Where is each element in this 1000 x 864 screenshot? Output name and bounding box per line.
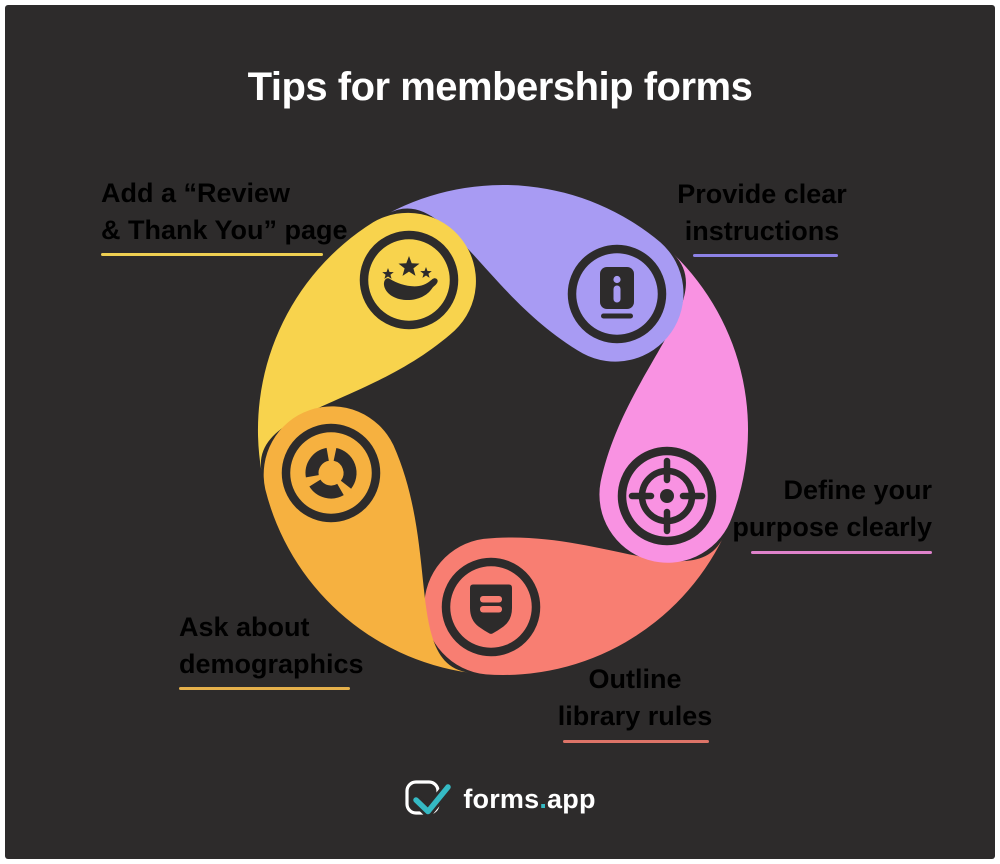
shield-icon: [441, 557, 541, 657]
logo-text-dot: .: [539, 783, 548, 814]
label-line: Add a “Review: [101, 178, 291, 208]
membership-tips-pinwheel: [258, 185, 748, 675]
label-line: instructions: [684, 215, 840, 246]
donut-chart-icon: [281, 423, 381, 523]
label-outline-library-rules: Outline library rules: [520, 661, 750, 734]
info-book-icon: [567, 244, 667, 344]
underline-outline-library-rules: [563, 740, 709, 743]
logo-text-main: forms: [463, 783, 540, 814]
forms-app-logo-icon: [405, 780, 454, 817]
segment-outline-library-rules: [424, 537, 724, 675]
icon-ring: [359, 230, 459, 330]
label-define-purpose: Define your purpose clearly: [702, 472, 932, 545]
label-line: Define your: [783, 475, 932, 505]
icon-ring: [567, 244, 667, 344]
label-line: & Thank You” page: [101, 214, 348, 245]
label-review-thank-you: Add a “Review & Thank You” page: [101, 175, 348, 248]
label-line: Ask about: [179, 612, 310, 642]
label-line: Provide clear: [677, 179, 847, 209]
icon-ring: [617, 446, 717, 546]
underline-define-purpose: [751, 551, 932, 554]
underline-clear-instructions: [693, 254, 838, 257]
page-title: Tips for membership forms: [247, 65, 753, 109]
label-clear-instructions: Provide clear instructions: [642, 176, 882, 249]
label-line: Outline: [588, 664, 682, 694]
label-line: library rules: [557, 700, 713, 731]
forms-app-logo: forms.app: [5, 775, 995, 823]
icon-ring: [441, 557, 541, 657]
label-line: demographics: [179, 648, 364, 679]
segment-review-thank-you: [258, 212, 476, 473]
underline-review-thank-you: [101, 253, 323, 256]
label-ask-demographics: Ask about demographics: [179, 609, 364, 682]
target-icon: [617, 446, 717, 546]
underline-ask-demographics: [179, 687, 350, 690]
logo-check-icon: [413, 784, 452, 815]
hand-with-stars-icon: [359, 230, 459, 330]
logo-text-suffix: app: [547, 783, 596, 814]
icon-ring: [281, 423, 381, 523]
forms-app-logo-text: forms.app: [463, 784, 595, 815]
infographic-canvas: Tips for membership forms: [5, 5, 995, 859]
label-line: purpose clearly: [732, 511, 932, 542]
